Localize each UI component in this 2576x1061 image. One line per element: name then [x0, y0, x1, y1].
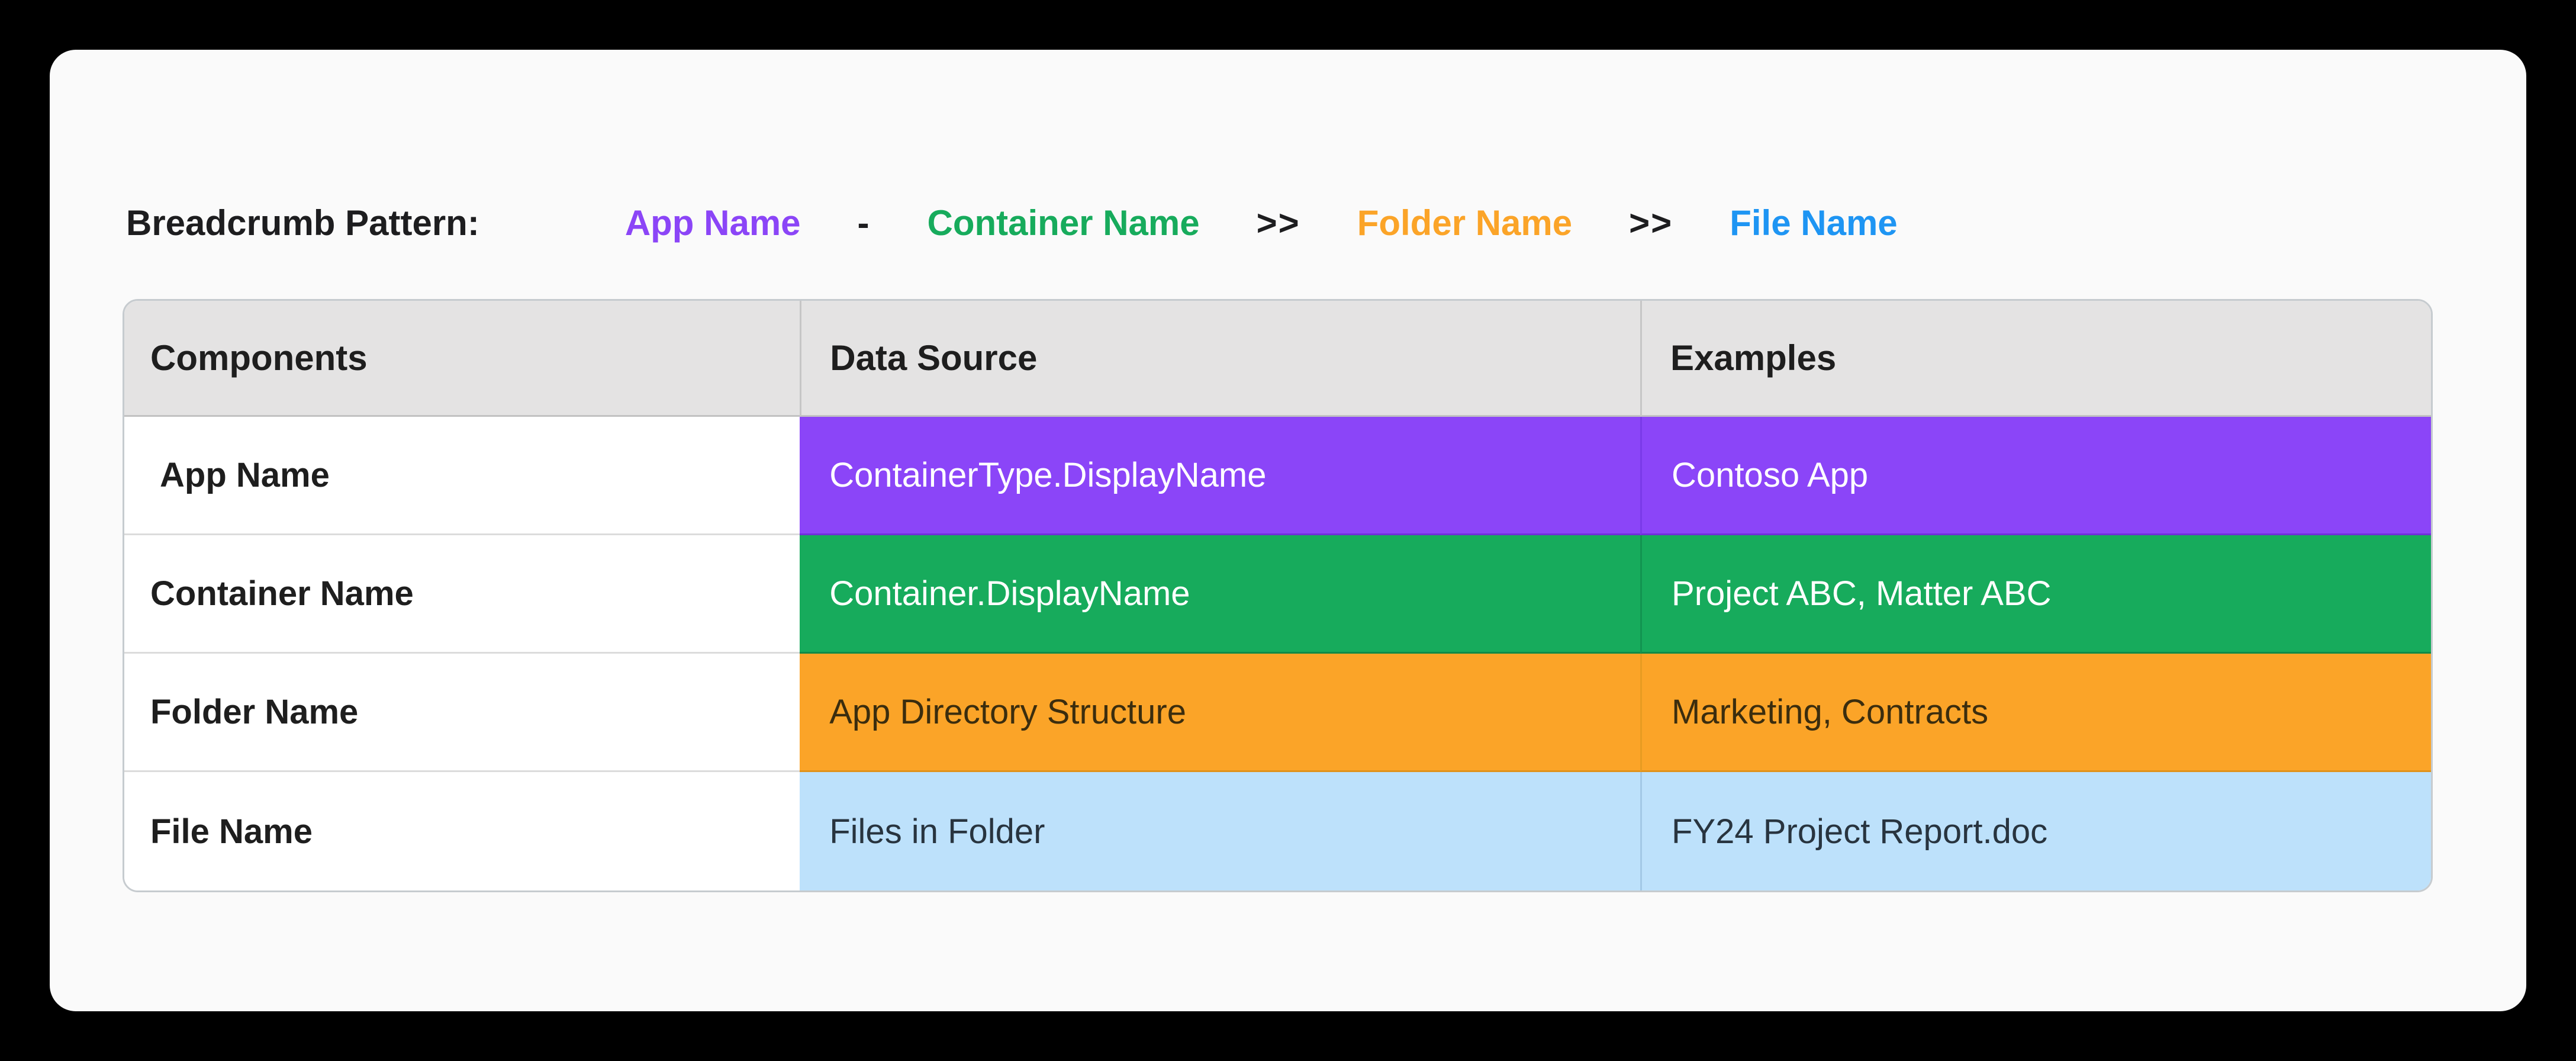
breadcrumb-item-folder-name: Folder Name [1357, 202, 1573, 243]
breadcrumb-separator-chevrons-1: >> [1256, 202, 1300, 243]
breadcrumb-item-file-name: File Name [1730, 202, 1898, 243]
table-cell-example-file-name: FY24 Project Report.doc [1640, 772, 2431, 890]
breadcrumb-components-table: Components Data Source Examples App Name… [123, 299, 2433, 892]
table-cell-source-file-name: Files in Folder [800, 772, 1641, 890]
breadcrumb-separator-dash: - [857, 202, 871, 243]
table-header-components: Components [124, 301, 800, 417]
table-cell-example-container-name: Project ABC, Matter ABC [1640, 535, 2431, 654]
table-cell-example-app-name: Contoso App [1640, 417, 2431, 535]
table-cell-component-container-name: Container Name [124, 535, 800, 654]
table-cell-component-app-name: App Name [124, 417, 800, 535]
breadcrumb-item-container-name: Container Name [927, 202, 1200, 243]
content-card: Breadcrumb Pattern: App Name - Container… [50, 50, 2526, 1011]
table-cell-component-folder-name: Folder Name [124, 654, 800, 772]
table-cell-component-file-name: File Name [124, 772, 800, 890]
table-cell-source-app-name: ContainerType.DisplayName [800, 417, 1641, 535]
breadcrumb-item-app-name: App Name [624, 202, 801, 243]
table-cell-source-folder-name: App Directory Structure [800, 654, 1641, 772]
table-cell-source-container-name: Container.DisplayName [800, 535, 1641, 654]
table-cell-example-folder-name: Marketing, Contracts [1640, 654, 2431, 772]
breadcrumb-separator-chevrons-2: >> [1629, 202, 1673, 243]
table-header-data-source: Data Source [800, 301, 1641, 417]
breadcrumb-pattern-label: Breadcrumb Pattern: [126, 202, 479, 243]
table-header-examples: Examples [1640, 301, 2431, 417]
breadcrumb: Breadcrumb Pattern: App Name - Container… [126, 187, 1898, 258]
